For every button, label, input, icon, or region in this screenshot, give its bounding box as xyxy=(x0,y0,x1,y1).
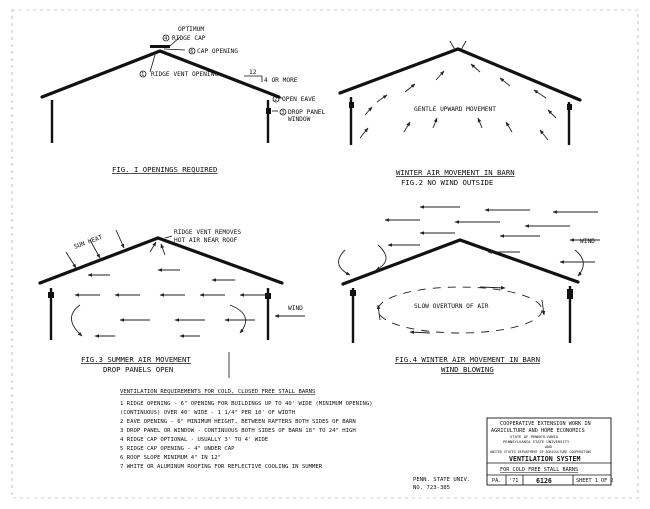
fig3-ridge-removes-2: HOT AIR NEAR ROOF xyxy=(174,237,238,244)
fig1-drop-panel xyxy=(266,108,271,114)
legend-item: 7 WHITE OR ALUMINUM ROOFING FOR REFLECTI… xyxy=(120,464,323,470)
fig4-wind-label: WIND xyxy=(580,238,595,245)
fig1-cap-opening-label: CAP OPENING xyxy=(197,48,238,55)
fig3-sun-rays xyxy=(65,229,125,269)
fig2-roof xyxy=(338,47,582,102)
fig1-slope-run: 12 xyxy=(249,69,257,76)
fig1-slope-rise: 4 OR MORE xyxy=(264,77,298,84)
title-block-small-3: AND xyxy=(545,444,553,449)
legend-item: 6 ROOF SLOPE MINIMUM 4" IN 12" xyxy=(120,455,221,461)
fig2-no-wind: GENTLE UPWARD MOVEMENT WINTER AIR MOVEME… xyxy=(338,40,582,187)
fig2-left-panel xyxy=(349,102,354,108)
legend-item: 4 RIDGE CAP OPTIONAL - USUALLY 3' TO 4' … xyxy=(120,437,269,443)
legend-item: 5 RIDGE CAP OPENING - 4" UNDER CAP xyxy=(120,446,235,452)
fig1-cap-opening-number: 6 xyxy=(190,49,193,55)
fig3-sun-heat-label: SUN HEAT xyxy=(73,234,104,251)
fig4-caption-line1: FIG.4 WINTER AIR MOVEMENT IN BARN xyxy=(395,355,540,364)
fig1-roof xyxy=(40,49,281,99)
title-block-title: VENTILATION SYSTEM xyxy=(509,455,580,463)
title-block-line2: AGRICULTURE AND HOME ECONOMICS xyxy=(491,428,585,434)
legend-item: 3 DROP PANEL OR WINDOW - CONTINUOUS BOTH… xyxy=(120,428,356,434)
legend-item: 1 RIDGE OPENING - 6" OPENING FOR BUILDIN… xyxy=(120,401,373,407)
title-block-small-1: STATE OF PENNSYLVANIA xyxy=(510,434,559,439)
fig2-caption-line1: WINTER AIR MOVEMENT IN BARN xyxy=(396,168,515,177)
fig4-right-panel xyxy=(567,289,573,299)
fig3-caption-line2: DROP PANELS OPEN xyxy=(103,365,173,374)
title-block-small-4: UNITED STATES DEPARTMENT OF AGRICULTURE … xyxy=(490,450,591,454)
legend-item: 2 EAVE OPENING - 6" MINIMUM HEIGHT, BETW… xyxy=(120,419,356,425)
fig4-overturn-loop xyxy=(377,286,543,334)
fig1-drop-panel-window-label: WINDOW xyxy=(288,116,311,123)
title-block-sheet: SHEET 1 OF 2 xyxy=(576,478,613,484)
title-block-subtitle: FOR COLD FREE STALL BARNS xyxy=(500,467,578,473)
legend-title: VENTILATION REQUIREMENTS FOR COLD, CLOSE… xyxy=(120,389,315,395)
fig1-openings-required: OPTIMUM 4 RIDGE CAP 6 CAP OPENING 1 RIDG… xyxy=(40,26,326,174)
title-block-line1: COOPERATIVE EXTENSION WORK IN xyxy=(500,421,591,427)
fig3-right-panel xyxy=(265,293,271,299)
fig3-left-panel xyxy=(48,292,54,298)
fig4-left-panel xyxy=(350,290,356,296)
fig4-wind-blowing: WIND SLOW OVERTURN OF AIR FIG.4 WINTER A… xyxy=(338,205,600,374)
fig3-wind-label: WIND xyxy=(288,305,303,312)
fig1-ridge-cap xyxy=(150,45,170,48)
credit-line1: PENN. STATE UNIV. xyxy=(413,477,470,483)
fig1-open-eave-label: OPEN EAVE xyxy=(282,96,316,103)
fig3-summer-air: SUN HEAT RIDGE VENT REMOVES HOT AIR NEAR… xyxy=(38,229,305,378)
fig3-roof xyxy=(38,236,284,285)
fig1-ridge-cap-label: RIDGE CAP xyxy=(172,35,206,42)
fig1-caption: FIG. I OPENINGS REQUIRED xyxy=(112,165,217,174)
fig1-drop-panel-label: DROP PANEL xyxy=(288,109,326,116)
fig3-ridge-removes-1: RIDGE VENT REMOVES xyxy=(174,229,241,236)
sheet-border xyxy=(11,9,639,499)
fig1-optimum-label: OPTIMUM xyxy=(178,26,204,33)
fig4-wind-arrows xyxy=(338,205,600,277)
title-block: COOPERATIVE EXTENSION WORK IN AGRICULTUR… xyxy=(486,417,613,486)
fig2-gentle-upward-label: GENTLE UPWARD MOVEMENT xyxy=(414,106,496,113)
title-block-state: PA. xyxy=(492,478,501,484)
fig2-right-panel xyxy=(567,104,572,110)
legend-item: (CONTINUOUS) OVER 40' WIDE - 1 1/4" PER … xyxy=(120,410,295,416)
fig1-ridge-cap-number: 4 xyxy=(164,36,167,42)
fig2-air-arrows xyxy=(359,63,557,141)
fig1-open-eave-number: 2 xyxy=(274,97,277,103)
title-block-number: 6126 xyxy=(536,477,552,485)
fig4-roof xyxy=(341,238,580,286)
title-block-year: '71 xyxy=(509,478,518,484)
ventilation-requirements-legend: VENTILATION REQUIREMENTS FOR COLD, CLOSE… xyxy=(120,389,373,470)
fig4-loop-arrows xyxy=(376,286,546,335)
fig4-caption-line2: WIND BLOWING xyxy=(441,365,494,374)
fig1-ridge-vent-number: 1 xyxy=(141,72,144,78)
fig1-drop-panel-number: 3 xyxy=(281,110,284,116)
title-block-small-2: PENNSYLVANIA STATE UNIVERSITY xyxy=(503,439,570,444)
fig3-caption-line1: FIG.3 SUMMER AIR MOVEMENT xyxy=(81,355,191,364)
credit-line2: NO. 723-385 xyxy=(413,485,450,491)
fig2-caption-line2: FIG.2 NO WIND OUTSIDE xyxy=(401,178,493,187)
fig4-slow-overturn-label: SLOW OVERTURN OF AIR xyxy=(414,303,489,310)
fig1-ridge-vent-label: RIDGE VENT OPENING xyxy=(151,71,218,78)
fig3-air-arrows xyxy=(71,241,305,338)
